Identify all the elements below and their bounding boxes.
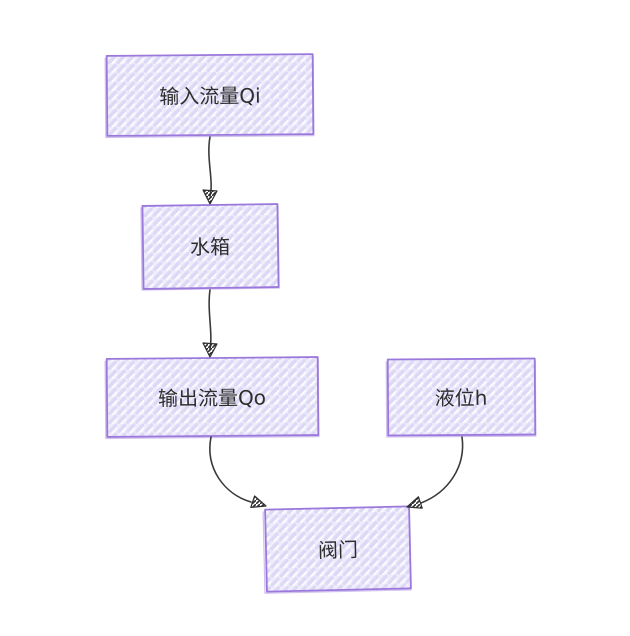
- node-output-flow[interactable]: 输出流量Qo: [104, 356, 320, 440]
- node-water-tank-box[interactable]: [141, 203, 280, 290]
- edge-output-flow-to-valve[interactable]: [209, 436, 267, 508]
- edge-liquid-level-to-valve[interactable]: [406, 436, 464, 509]
- edge-water-tank-to-output-flow-line[interactable]: [208, 289, 212, 350]
- node-valve[interactable]: 阀门: [262, 505, 412, 594]
- node-water-tank[interactable]: 水箱: [140, 203, 280, 291]
- arrowhead-down-icon[interactable]: [202, 342, 218, 358]
- node-valve-box[interactable]: [264, 505, 412, 593]
- node-liquid-level[interactable]: 液位h: [385, 357, 537, 438]
- arrowhead-down-icon[interactable]: [202, 189, 218, 205]
- edge-input-flow-to-water-tank[interactable]: [202, 136, 218, 205]
- node-valve-label: 阀门: [318, 538, 359, 563]
- edge-liquid-level-to-valve-line[interactable]: [420, 436, 464, 504]
- node-liquid-level-box[interactable]: [386, 357, 537, 437]
- node-output-flow-label: 输出流量Qo: [158, 386, 266, 411]
- edge-input-flow-to-water-tank-line[interactable]: [208, 136, 212, 197]
- node-liquid-level-label: 液位h: [435, 386, 488, 410]
- node-output-flow-box[interactable]: [105, 356, 320, 438]
- edge-water-tank-to-output-flow[interactable]: [202, 289, 218, 358]
- arrowhead-right-down-icon[interactable]: [250, 495, 267, 508]
- node-water-tank-label: 水箱: [190, 235, 230, 260]
- edge-output-flow-to-valve-line[interactable]: [209, 436, 252, 503]
- node-input-flow[interactable]: 输入流量Qi: [104, 53, 315, 139]
- node-input-flow-box[interactable]: [105, 53, 315, 137]
- node-input-flow-label: 输入流量Qi: [159, 84, 261, 109]
- arrowhead-left-down-icon[interactable]: [406, 496, 423, 509]
